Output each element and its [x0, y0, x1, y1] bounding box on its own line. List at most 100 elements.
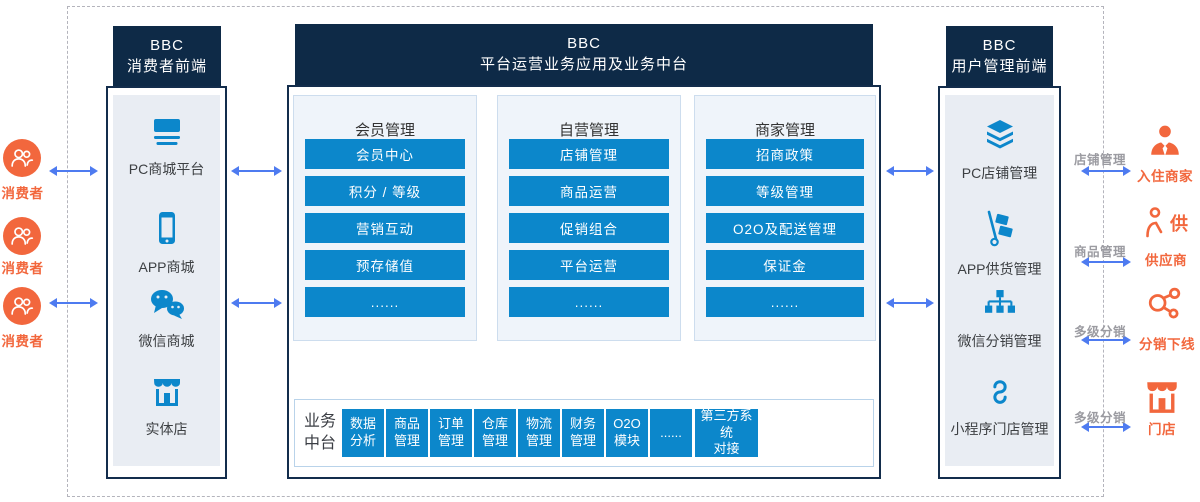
middle-platform-label-line: 中台 — [303, 435, 336, 452]
channel-pc-mall: PC商城平台 — [113, 117, 220, 179]
arrow-admin-to-merchant — [1081, 166, 1131, 176]
module-pill: 促销组合 — [509, 213, 669, 243]
arrow-admin-to-store — [1081, 422, 1131, 432]
capability-box-data-analysis: 数据分析 — [342, 409, 384, 457]
platform-header: BBC 平台运营业务应用及业务中台 — [295, 24, 873, 85]
channel-label: PC商城平台 — [128, 161, 205, 177]
external-actor-name: 分销下线 — [1139, 337, 1195, 352]
external-actor-name: 门店 — [1148, 422, 1176, 437]
relation-label: 店铺管理 — [1073, 153, 1126, 167]
arrow-frontend-to-platform — [231, 298, 282, 308]
capability-box-more: ...... — [650, 409, 692, 457]
header-line: 消费者前端 — [126, 57, 207, 75]
middle-platform-label: 业务 中台 — [297, 400, 343, 466]
consumer-group-icon — [3, 217, 41, 255]
consumer-label: 消费者 — [1, 186, 44, 201]
module-pill: 预存储值 — [305, 250, 465, 280]
header-line: 平台运营业务应用及业务中台 — [479, 56, 688, 73]
module-pill: 会员中心 — [305, 139, 465, 169]
admin-channel-label: 小程序门店管理 — [950, 421, 1049, 437]
module-pill: O2O及配送管理 — [706, 213, 864, 243]
app-mall-icon — [156, 211, 178, 248]
header-line: BBC — [150, 36, 184, 54]
relation-label: 多级分销 — [1073, 325, 1126, 339]
storefront-icon — [1143, 380, 1181, 414]
consumer-label: 消费者 — [1, 334, 44, 349]
arrow-consumers-to-frontend — [49, 166, 98, 176]
consumer-group-icon — [3, 287, 41, 325]
user-admin-panel: PC店铺管理 APP供货管理 — [938, 86, 1061, 479]
admin-channel-label: PC店铺管理 — [961, 165, 1038, 181]
capability-box-goods: 商品管理 — [386, 409, 428, 457]
admin-channel-label: APP供货管理 — [957, 261, 1042, 277]
middle-platform-label-line: 业务 — [303, 413, 336, 431]
capability-box-warehouse: 仓库管理 — [474, 409, 516, 457]
channel-label: 实体店 — [145, 421, 188, 437]
channel-label: 微信商城 — [138, 333, 195, 349]
consumer-frontend-panel: PC商城平台 APP商城 — [106, 86, 227, 479]
arrow-platform-to-admin — [886, 298, 934, 308]
org-tree-icon — [982, 289, 1018, 322]
capability-box-logistics: 物流管理 — [518, 409, 560, 457]
module-pill: ...... — [706, 287, 864, 317]
module-pill: 招商政策 — [706, 139, 864, 169]
merchant-management-column: 商家管理 招商政策 等级管理 O2O及配送管理 保证金 ...... — [694, 95, 876, 341]
arrow-admin-to-supplier — [1081, 257, 1131, 267]
wechat-mall-icon — [149, 288, 185, 322]
supplier-icon: 供 — [1143, 206, 1188, 240]
capability-box-finance: 财务管理 — [562, 409, 604, 457]
platform-boundary-dashed-border — [67, 6, 1104, 497]
module-pill: 店铺管理 — [509, 139, 669, 169]
external-actor-name: 入住商家 — [1137, 169, 1193, 184]
dolly-icon — [982, 209, 1018, 250]
module-pill: 商品运营 — [509, 176, 669, 206]
capability-box-orders: 订单管理 — [430, 409, 472, 457]
relation-label: 多级分销 — [1073, 411, 1126, 425]
selfrun-management-column: 自营管理 店铺管理 商品运营 促销组合 平台运营 ...... — [497, 95, 681, 341]
admin-miniprogram-store: 小程序门店管理 — [945, 377, 1054, 439]
external-actor-name: 供应商 — [1145, 253, 1187, 268]
channel-app-mall: APP商城 — [113, 211, 220, 277]
arrow-frontend-to-platform — [231, 166, 282, 176]
channel-wechat-mall: 微信商城 — [113, 288, 220, 351]
module-pill: 积分 / 等级 — [305, 176, 465, 206]
module-pill: 平台运营 — [509, 250, 669, 280]
column-title: 自营管理 — [558, 122, 619, 139]
user-admin-panel-body: PC店铺管理 APP供货管理 — [945, 95, 1054, 466]
header-line: 用户管理前端 — [951, 57, 1048, 75]
pc-mall-icon — [150, 117, 184, 150]
admin-wechat-distribution: 微信分销管理 — [945, 289, 1054, 351]
supplier-icon-char: 供 — [1170, 214, 1188, 234]
header-line: BBC — [982, 36, 1017, 54]
header-line: BBC — [567, 35, 601, 52]
module-pill: 营销互动 — [305, 213, 465, 243]
consumer-group-icon — [3, 139, 41, 177]
channel-physical-store: 实体店 — [113, 377, 220, 439]
member-management-column: 会员管理 会员中心 积分 / 等级 营销互动 预存储值 ...... — [293, 95, 477, 341]
consumer-frontend-header: BBC 消费者前端 — [113, 26, 221, 86]
arrow-consumers-to-frontend — [49, 298, 98, 308]
user-admin-header: BBC 用户管理前端 — [946, 26, 1053, 86]
module-pill: 等级管理 — [706, 176, 864, 206]
distribution-icon — [1146, 287, 1182, 323]
column-title: 商家管理 — [754, 122, 815, 139]
consumer-frontend-panel-body: PC商城平台 APP商城 — [113, 95, 220, 466]
column-title: 会员管理 — [354, 122, 415, 139]
admin-channel-label: 微信分销管理 — [957, 333, 1042, 349]
miniprogram-icon — [985, 377, 1015, 410]
channel-label: APP商城 — [138, 259, 195, 275]
layers-icon — [983, 119, 1017, 154]
module-pill: ...... — [509, 287, 669, 317]
arrow-admin-to-distributor — [1081, 335, 1131, 345]
consumer-label: 消费者 — [1, 261, 44, 276]
arrow-platform-to-admin — [886, 166, 934, 176]
module-pill: 保证金 — [706, 250, 864, 280]
relation-label: 商品管理 — [1073, 245, 1126, 259]
capability-box-third-party: 第三方系统对接 — [695, 408, 758, 457]
admin-app-supply: APP供货管理 — [945, 209, 1054, 279]
module-pill: ...... — [305, 287, 465, 317]
physical-store-icon — [150, 377, 184, 410]
